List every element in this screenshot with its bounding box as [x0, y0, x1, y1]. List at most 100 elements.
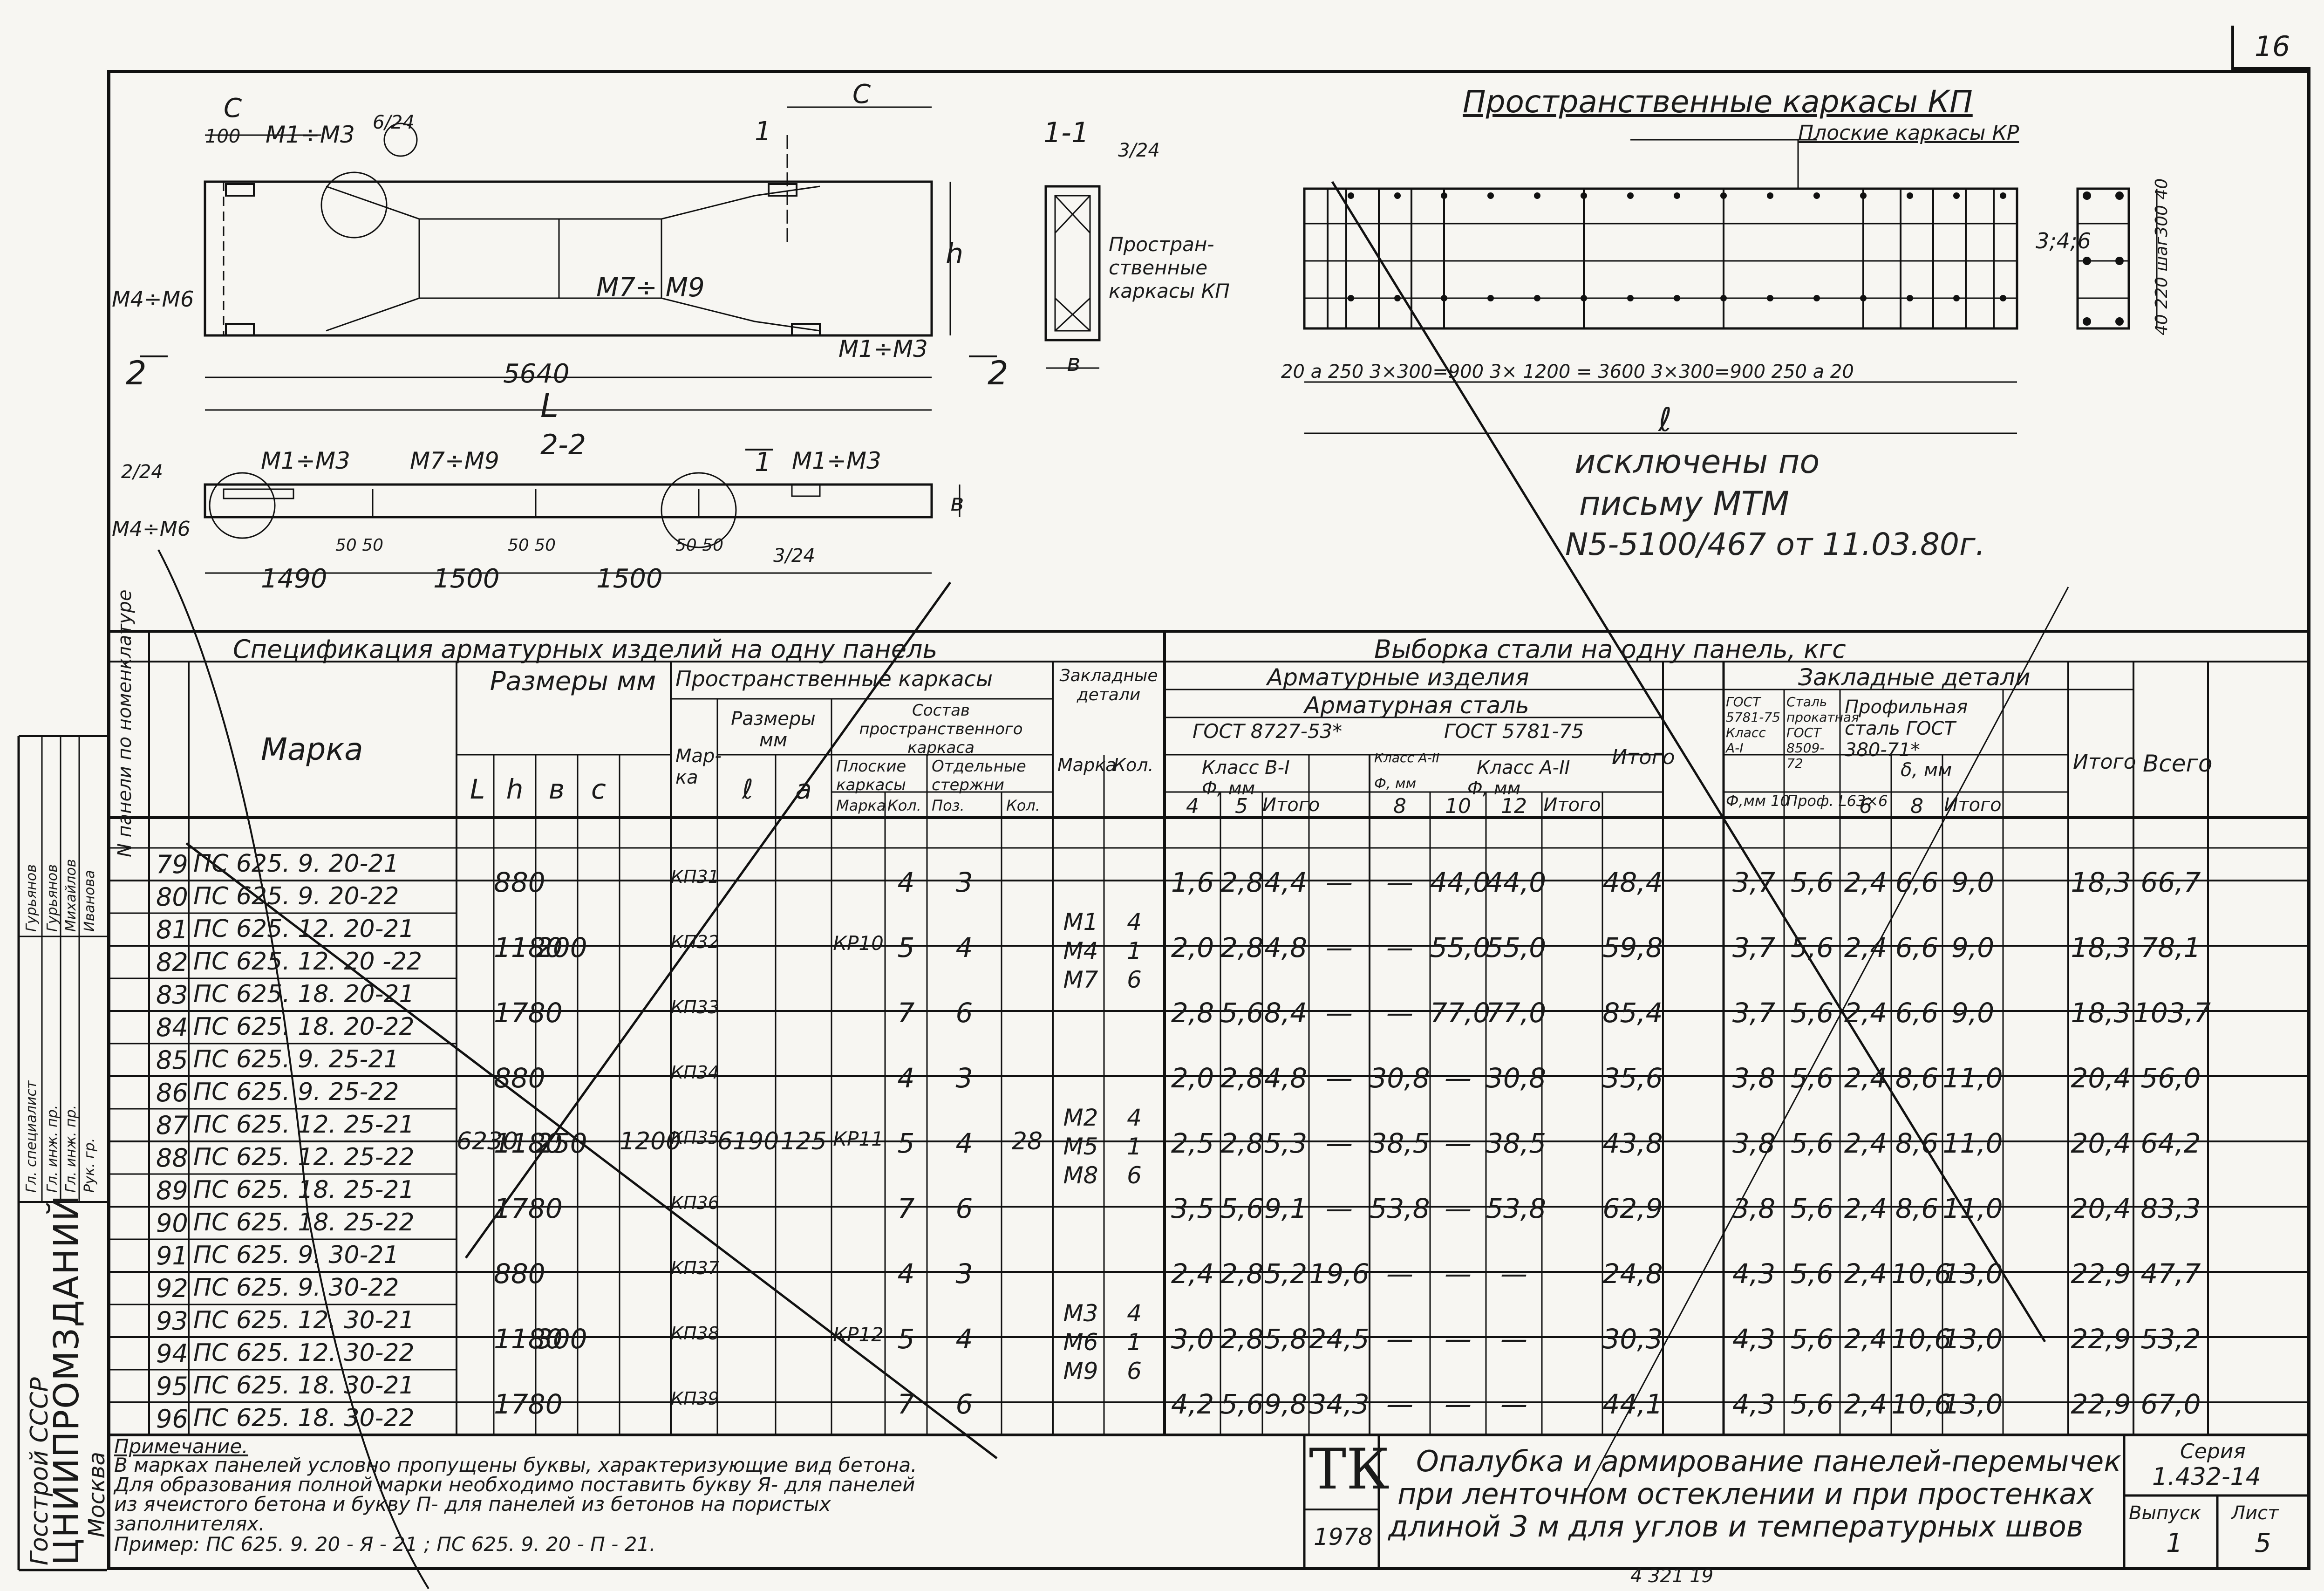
- cell-a12: —: [1445, 1323, 1472, 1355]
- handnote-line-3: N5-5100/467 от 11.03.80г.: [1565, 526, 1985, 562]
- cell-v5: 5,6: [1220, 1388, 1264, 1420]
- cell-it2: 18,3: [2071, 932, 2131, 963]
- row-panel-number: 91: [156, 1241, 188, 1270]
- label-m4m6-b: M4÷M6: [112, 517, 191, 541]
- dim-3-4-6: 3;4;6: [2036, 228, 2091, 253]
- col-4: 4: [1186, 794, 1199, 818]
- cell-emb-kol: 6: [1127, 966, 1142, 993]
- cell-it: 62,9: [1602, 1193, 1663, 1224]
- section-mark-2-right: 2: [988, 354, 1009, 392]
- col-delta: δ, мм: [1901, 759, 1952, 781]
- cell-a8: 24,5: [1309, 1323, 1370, 1355]
- cell-emb-kol: 6: [1127, 1162, 1142, 1189]
- row-panel-number: 79: [156, 850, 188, 879]
- cell-pit: 13,0: [1942, 1323, 2003, 1355]
- handnote-line-1: исключены по: [1574, 443, 1820, 481]
- col-flat-mark: Марка: [836, 797, 886, 814]
- cell-emb-mark: М1: [1063, 908, 1098, 935]
- cell-fk: 7: [897, 1388, 915, 1420]
- cage-dims-ruler: 20 a 250 3×300=900 3× 1200 = 3600 3×300=…: [1281, 361, 1854, 382]
- cell-l63: 5,6: [1790, 932, 1834, 963]
- cell-a12: —: [1445, 1127, 1472, 1159]
- cell-l63: 5,6: [1790, 1127, 1834, 1159]
- col-12: 12: [1501, 794, 1527, 818]
- cell-d6: 2,4: [1844, 1127, 1888, 1159]
- spec-table-title: Спецификация арматурных изделий на одну …: [233, 635, 938, 664]
- label-m7m9-a: M7÷ M9: [596, 273, 705, 303]
- dim-1500-b: 1500: [596, 564, 663, 594]
- sheet-corner-number: 16: [2231, 26, 2310, 70]
- cell-vit: 9,8: [1264, 1388, 1308, 1420]
- row-panel-number: 90: [156, 1209, 188, 1238]
- cell-d6: 2,4: [1844, 1062, 1888, 1094]
- cell-shared_L: 6230: [457, 1127, 518, 1155]
- stamp-vypusk: 1: [2166, 1528, 2183, 1558]
- cell-tot: 47,7: [2140, 1258, 2201, 1290]
- cell-flat: КР12: [833, 1323, 884, 1346]
- row-mark: ПС 625. 12. 20 -22: [193, 948, 423, 976]
- cell-it: 43,8: [1602, 1127, 1663, 1159]
- cell-a10: —: [1386, 997, 1413, 1029]
- cell-a10: —: [1386, 1323, 1413, 1355]
- cell-pit: 9,0: [1951, 932, 1995, 963]
- cell-tot: 56,0: [2140, 1062, 2201, 1094]
- cell-vit: 8,4: [1264, 997, 1308, 1029]
- cell-a12: —: [1445, 1062, 1472, 1094]
- cell-h: 880: [494, 867, 545, 898]
- note-line-2: Для образования полной марки необходимо …: [114, 1473, 915, 1496]
- col-phi-a2: Ф, мм: [1467, 778, 1521, 799]
- row-mark: ПС 625. 18. 30-21: [193, 1372, 415, 1400]
- cell-a12: —: [1445, 1258, 1472, 1290]
- cell-v5: 5,6: [1220, 997, 1264, 1029]
- col-class-a2b: Класс А-II: [1477, 757, 1570, 778]
- cell-b: 200: [536, 932, 587, 963]
- cell-emb-mark: М6: [1063, 1329, 1098, 1356]
- cell-l63: 5,6: [1790, 867, 1834, 898]
- col-embedded-parts: Закладные детали: [1798, 664, 2031, 691]
- cell-ait: —: [1500, 1388, 1527, 1420]
- cell-a12: 44,0: [1430, 867, 1491, 898]
- cell-p10: 3,7: [1732, 867, 1776, 898]
- cell-shared_rods: 28: [1011, 1127, 1043, 1155]
- row-panel-number: 92: [156, 1274, 188, 1303]
- cell-p10: 3,8: [1732, 1193, 1776, 1224]
- col-8b: 8: [1910, 794, 1923, 818]
- row-mark: ПС 625. 9. 25-21: [193, 1045, 399, 1073]
- cell-flat: КР11: [833, 1127, 884, 1150]
- cell-a12: —: [1445, 1193, 1472, 1224]
- col-6: 6: [1859, 794, 1872, 818]
- row-mark: ПС 625. 9. 30-22: [193, 1274, 399, 1302]
- row-panel-number: 88: [156, 1143, 188, 1173]
- row-panel-number: 93: [156, 1306, 188, 1336]
- cell-ait: 77,0: [1486, 997, 1547, 1029]
- cell-v5: 2,8: [1220, 1323, 1264, 1355]
- cell-p10: 3,7: [1732, 997, 1776, 1029]
- signature-name: Гурьянов: [44, 864, 61, 932]
- cell-kp: КП36: [671, 1193, 719, 1213]
- col-rod-kol: Кол.: [1006, 797, 1040, 814]
- col-mark: Марка: [261, 731, 363, 767]
- cell-emb-kol: 1: [1127, 1329, 1142, 1356]
- cell-it2: 20,4: [2071, 1127, 2131, 1159]
- cell-poz: 6: [955, 1388, 973, 1420]
- cell-kp: КП32: [671, 932, 719, 952]
- dim-1490: 1490: [261, 564, 327, 594]
- cell-it2: 20,4: [2071, 1193, 2131, 1224]
- cell-p10: 3,8: [1732, 1127, 1776, 1159]
- cell-kp: КП35: [671, 1127, 719, 1148]
- cell-a10: —: [1386, 867, 1413, 898]
- cell-h: 1780: [494, 1193, 563, 1224]
- ref-3-24-a: 3/24: [1118, 140, 1160, 161]
- cell-a8: 19,6: [1309, 1258, 1370, 1290]
- cell-kp: КП37: [671, 1258, 719, 1278]
- cell-emb-kol: 1: [1127, 1133, 1142, 1160]
- cell-v4: 4,2: [1171, 1388, 1214, 1420]
- row-mark: ПС 625. 9. 20-22: [193, 882, 399, 910]
- cell-v5: 2,8: [1220, 932, 1264, 963]
- col-prof: Проф. L63×6: [1786, 792, 1888, 810]
- cell-flat: КР10: [833, 932, 884, 955]
- cell-poz: 4: [955, 1323, 973, 1355]
- cell-p10: 3,8: [1732, 1062, 1776, 1094]
- cell-h: 1780: [494, 1388, 563, 1420]
- cell-v4: 2,5: [1171, 1127, 1214, 1159]
